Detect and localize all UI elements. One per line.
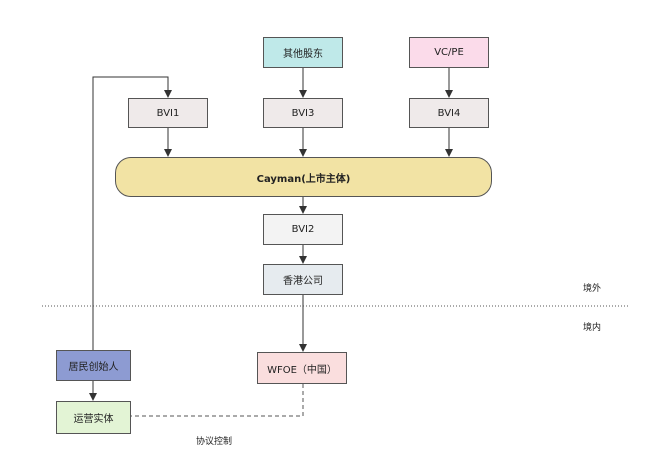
node-bvi4: BVI4: [409, 98, 489, 128]
label-inside: 境内: [583, 323, 602, 333]
node-hk-company: 香港公司: [263, 264, 343, 295]
node-wfoe: WFOE（中国）: [257, 352, 347, 384]
node-bvi1: BVI1: [128, 98, 208, 128]
node-bvi2: BVI2: [263, 214, 343, 245]
node-vc-pe: VC/PE: [409, 37, 489, 68]
node-bvi3: BVI3: [263, 98, 343, 128]
label-contract-control: 协议控制: [196, 437, 233, 447]
node-resident-founder: 居民创始人: [56, 350, 131, 381]
node-other-shareholders: 其他股东: [263, 37, 343, 68]
node-cayman-listed-entity: Cayman(上市主体): [115, 157, 492, 197]
edge-founder-to-bvi1: [92, 76, 172, 350]
node-operating-entity: 运营实体: [56, 401, 131, 434]
edge-wfoe-contract-control-opco: [131, 384, 304, 417]
label-outside: 境外: [583, 284, 602, 294]
